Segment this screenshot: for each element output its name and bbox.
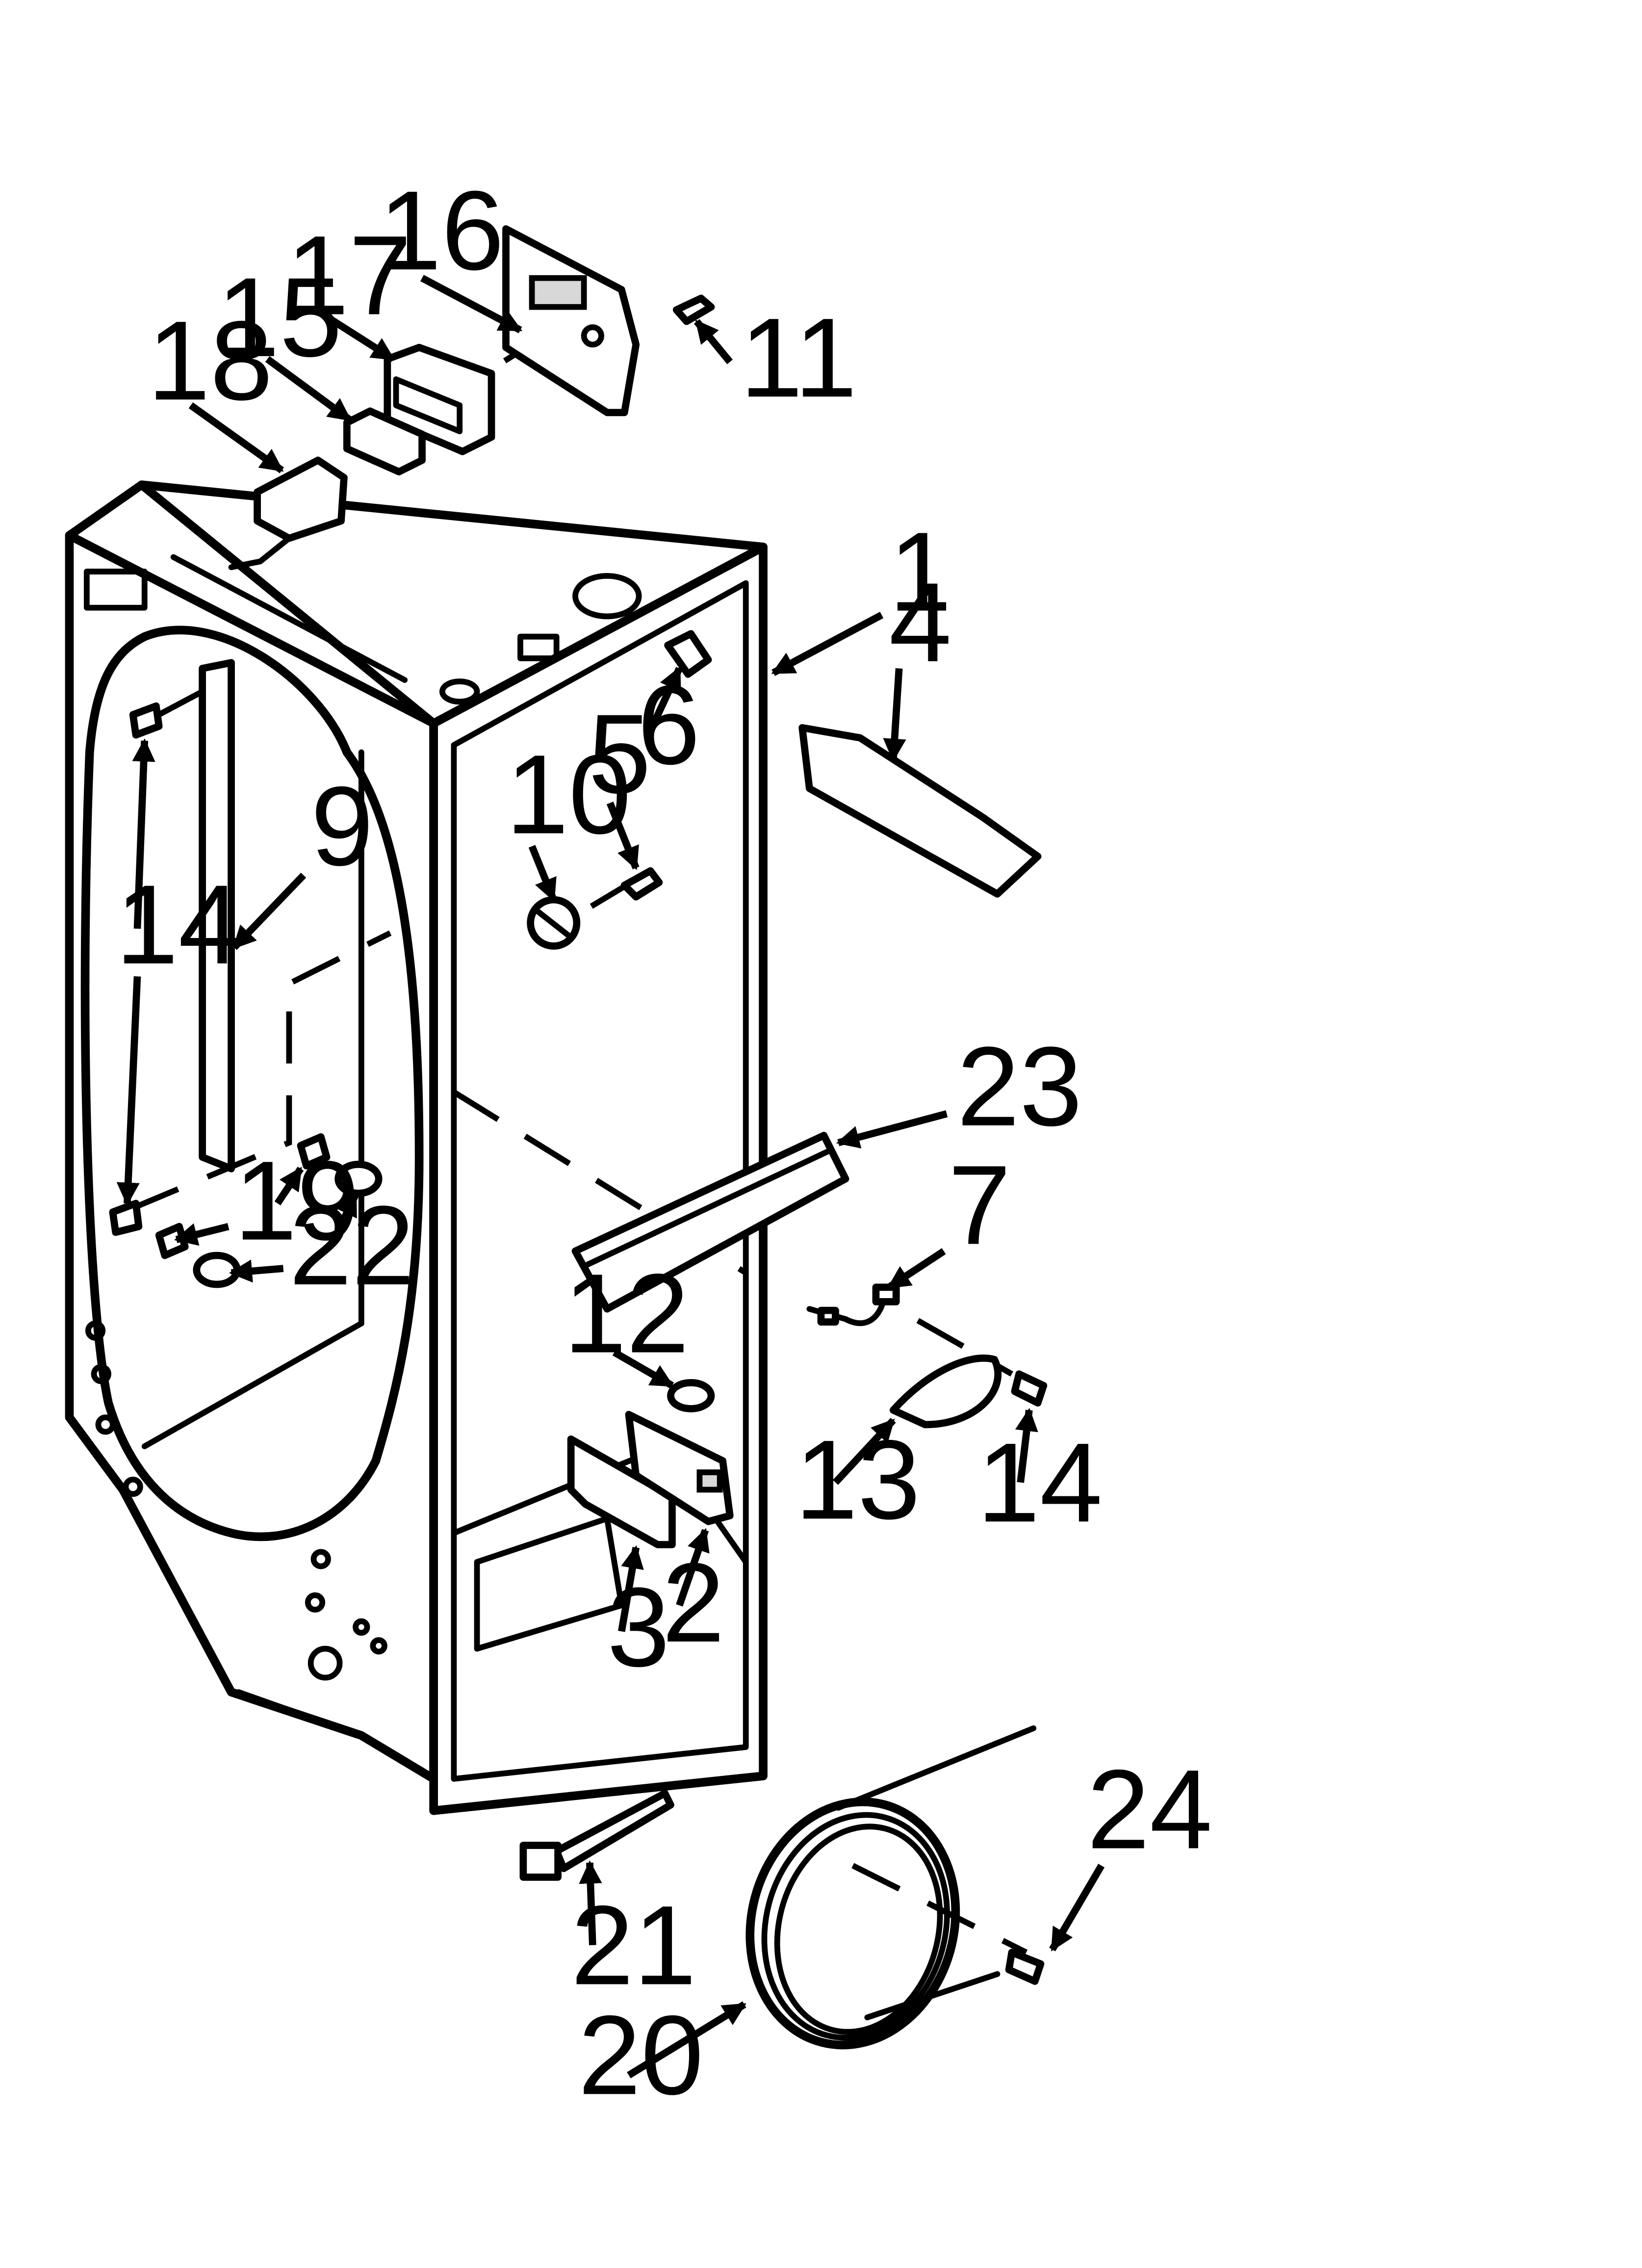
callout-7: 7 — [948, 1142, 1011, 1268]
part-17-bracket — [384, 343, 495, 455]
callout-12: 12 — [564, 1251, 689, 1377]
callout-labels: 1 4 6 5 10 9 14 11 16 17 15 18 23 7 12 1… — [116, 167, 1212, 2118]
callout-19: 19 — [234, 1138, 359, 1264]
part-9-rail — [199, 659, 235, 1173]
callout-4: 4 — [889, 559, 952, 685]
callout-10: 10 — [506, 731, 632, 857]
callout-2: 2 — [662, 1539, 725, 1666]
callout-17: 17 — [286, 212, 412, 338]
callout-20: 20 — [578, 1992, 704, 2118]
part-18-switch — [228, 456, 348, 571]
part-12-plug — [667, 1379, 715, 1412]
callout-9: 9 — [311, 763, 374, 889]
part-21-cable-tie — [519, 1790, 674, 1881]
callout-16: 16 — [379, 167, 504, 293]
part-23-cover — [571, 1132, 849, 1313]
part-2-3-brackets — [567, 1410, 734, 1548]
cabinet-shell — [65, 480, 768, 1815]
part-20-tubing — [745, 1725, 1037, 2050]
callout-11: 11 — [740, 294, 857, 420]
part-7-harness — [806, 1283, 900, 1326]
part-6-clip — [664, 630, 712, 678]
callout-3: 3 — [607, 1564, 670, 1690]
part-14-screws — [109, 702, 1048, 1985]
part-13-panel — [889, 1355, 1002, 1429]
callout-6: 6 — [638, 662, 700, 788]
callout-14-left: 14 — [116, 861, 241, 988]
callout-21: 21 — [571, 1882, 696, 2008]
callout-24: 24 — [1087, 1746, 1212, 1872]
callout-15: 15 — [217, 254, 342, 380]
callout-23: 23 — [957, 1023, 1082, 1149]
part-11-screw — [672, 294, 715, 325]
callout-18: 18 — [148, 297, 273, 423]
part-19-sockets-22-bulbs — [155, 1133, 383, 1288]
leader-arrows — [116, 275, 1105, 2079]
part-15-gasket — [343, 407, 426, 476]
callout-5: 5 — [589, 691, 651, 817]
callout-13: 13 — [795, 1416, 921, 1542]
callout-22: 22 — [289, 1182, 414, 1308]
part-4-duct — [798, 724, 1042, 898]
callout-14-right: 14 — [977, 1419, 1103, 1545]
part-16-control-housing — [502, 225, 640, 417]
part-5-screw — [620, 867, 663, 901]
callout-1: 1 — [889, 509, 952, 635]
part-10-cover — [527, 896, 581, 950]
